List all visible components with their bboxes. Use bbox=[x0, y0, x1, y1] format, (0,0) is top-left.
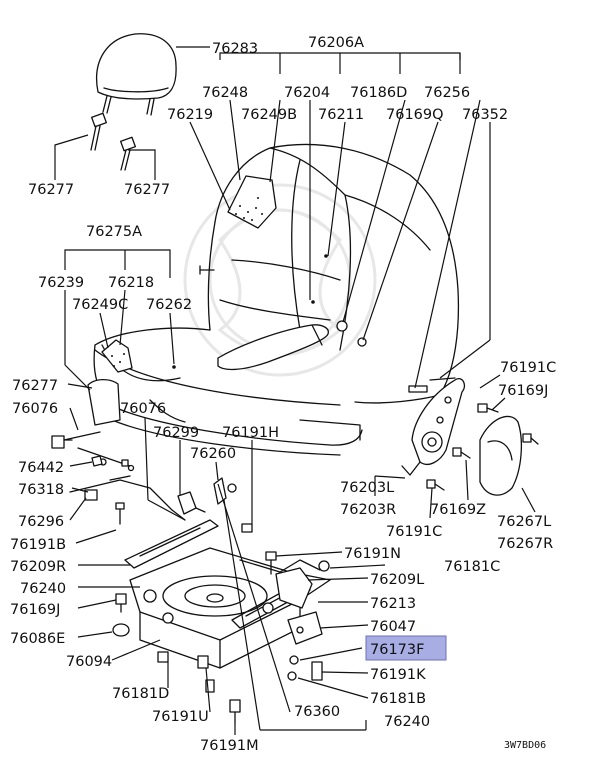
leader-lines bbox=[54, 46, 536, 735]
label-76191H[interactable]: 76191H bbox=[222, 425, 279, 441]
headrest-guide-left bbox=[90, 112, 107, 151]
frame-fasteners bbox=[112, 593, 323, 725]
label-76209L[interactable]: 76209L bbox=[370, 572, 424, 588]
label-76275A[interactable]: 76275A bbox=[86, 224, 142, 240]
clip-small bbox=[91, 455, 103, 467]
bracket-76047 bbox=[287, 611, 323, 645]
label-76299[interactable]: 76299 bbox=[153, 425, 199, 441]
label-76249B[interactable]: 76249B bbox=[241, 107, 297, 123]
label-76239[interactable]: 76239 bbox=[38, 275, 84, 291]
bolt-left bbox=[115, 502, 125, 525]
lever-76260 bbox=[213, 477, 237, 505]
bolts-center bbox=[241, 523, 330, 575]
label-76213[interactable]: 76213 bbox=[370, 596, 416, 612]
recliner-handle-left bbox=[51, 378, 121, 449]
label-76260[interactable]: 76260 bbox=[190, 446, 236, 462]
label-76219[interactable]: 76219 bbox=[167, 107, 213, 123]
adjuster-frame bbox=[129, 547, 331, 669]
label-76169Q[interactable]: 76169Q bbox=[386, 107, 444, 123]
label-76277-left[interactable]: 76277 bbox=[28, 182, 74, 198]
label-76094[interactable]: 76094 bbox=[66, 654, 112, 670]
label-76240-bottom[interactable]: 76240 bbox=[384, 714, 430, 730]
label-76191K[interactable]: 76191K bbox=[370, 667, 426, 683]
label-76191C-top[interactable]: 76191C bbox=[500, 360, 556, 376]
label-76086E[interactable]: 76086E bbox=[10, 631, 65, 647]
label-76173F[interactable]: 76173F bbox=[370, 642, 424, 658]
label-76181D[interactable]: 76181D bbox=[112, 686, 169, 702]
label-76191U[interactable]: 76191U bbox=[152, 709, 209, 725]
label-76262[interactable]: 76262 bbox=[146, 297, 192, 313]
label-76203R[interactable]: 76203R bbox=[340, 502, 396, 518]
label-76203L[interactable]: 76203L bbox=[340, 480, 394, 496]
release-cable bbox=[69, 447, 186, 521]
label-76169J-right[interactable]: 76169J bbox=[498, 383, 548, 399]
slide-rail-left bbox=[124, 519, 219, 569]
label-76169J-left[interactable]: 76169J bbox=[10, 602, 60, 618]
label-76204[interactable]: 76204 bbox=[284, 85, 330, 101]
label-76191B[interactable]: 76191B bbox=[10, 537, 66, 553]
back-bolts bbox=[336, 320, 367, 347]
diagram-code: 3W7BD06 bbox=[504, 740, 546, 751]
label-76218[interactable]: 76218 bbox=[108, 275, 154, 291]
headrest bbox=[96, 33, 177, 116]
label-76240-left[interactable]: 76240 bbox=[20, 581, 66, 597]
highlight-76173F[interactable] bbox=[365, 635, 447, 661]
label-76191N[interactable]: 76191N bbox=[344, 546, 401, 562]
label-76256[interactable]: 76256 bbox=[424, 85, 470, 101]
bracket-76209L bbox=[275, 567, 313, 609]
label-76186D[interactable]: 76186D bbox=[350, 85, 407, 101]
headrest-guide-right bbox=[120, 136, 136, 171]
label-76206A[interactable]: 76206A bbox=[308, 35, 364, 51]
label-76283[interactable]: 76283 bbox=[212, 41, 258, 57]
label-76267R[interactable]: 76267R bbox=[497, 536, 553, 552]
lumbar-pad bbox=[227, 175, 277, 229]
label-76209R[interactable]: 76209R bbox=[10, 559, 66, 575]
label-76076-left[interactable]: 76076 bbox=[12, 401, 58, 417]
label-76248[interactable]: 76248 bbox=[202, 85, 248, 101]
label-76181B[interactable]: 76181B bbox=[370, 691, 426, 707]
label-76360[interactable]: 76360 bbox=[294, 704, 340, 720]
recliner-cover bbox=[479, 415, 522, 496]
label-76169Z[interactable]: 76169Z bbox=[430, 502, 486, 518]
label-76267L[interactable]: 76267L bbox=[497, 514, 551, 530]
cover-clip-76299 bbox=[177, 491, 206, 515]
label-76191C-bottom[interactable]: 76191C bbox=[386, 524, 442, 540]
armrest bbox=[217, 324, 329, 371]
label-76211[interactable]: 76211 bbox=[318, 107, 364, 123]
label-76181C[interactable]: 76181C bbox=[444, 559, 500, 575]
label-76249C[interactable]: 76249C bbox=[72, 297, 128, 313]
recliner-mechanism bbox=[401, 378, 466, 476]
label-76277-right[interactable]: 76277 bbox=[124, 182, 170, 198]
label-76352[interactable]: 76352 bbox=[462, 107, 508, 123]
label-76277-mid[interactable]: 76277 bbox=[12, 378, 58, 394]
label-76318[interactable]: 76318 bbox=[18, 482, 64, 498]
label-76442[interactable]: 76442 bbox=[18, 460, 64, 476]
part-labels: 76283 76206A 76248 76204 76186D 76256 76… bbox=[10, 35, 556, 754]
label-76296[interactable]: 76296 bbox=[18, 514, 64, 530]
label-76076-center[interactable]: 76076 bbox=[120, 401, 166, 417]
label-76047[interactable]: 76047 bbox=[370, 619, 416, 635]
label-76191M[interactable]: 76191M bbox=[200, 738, 259, 754]
